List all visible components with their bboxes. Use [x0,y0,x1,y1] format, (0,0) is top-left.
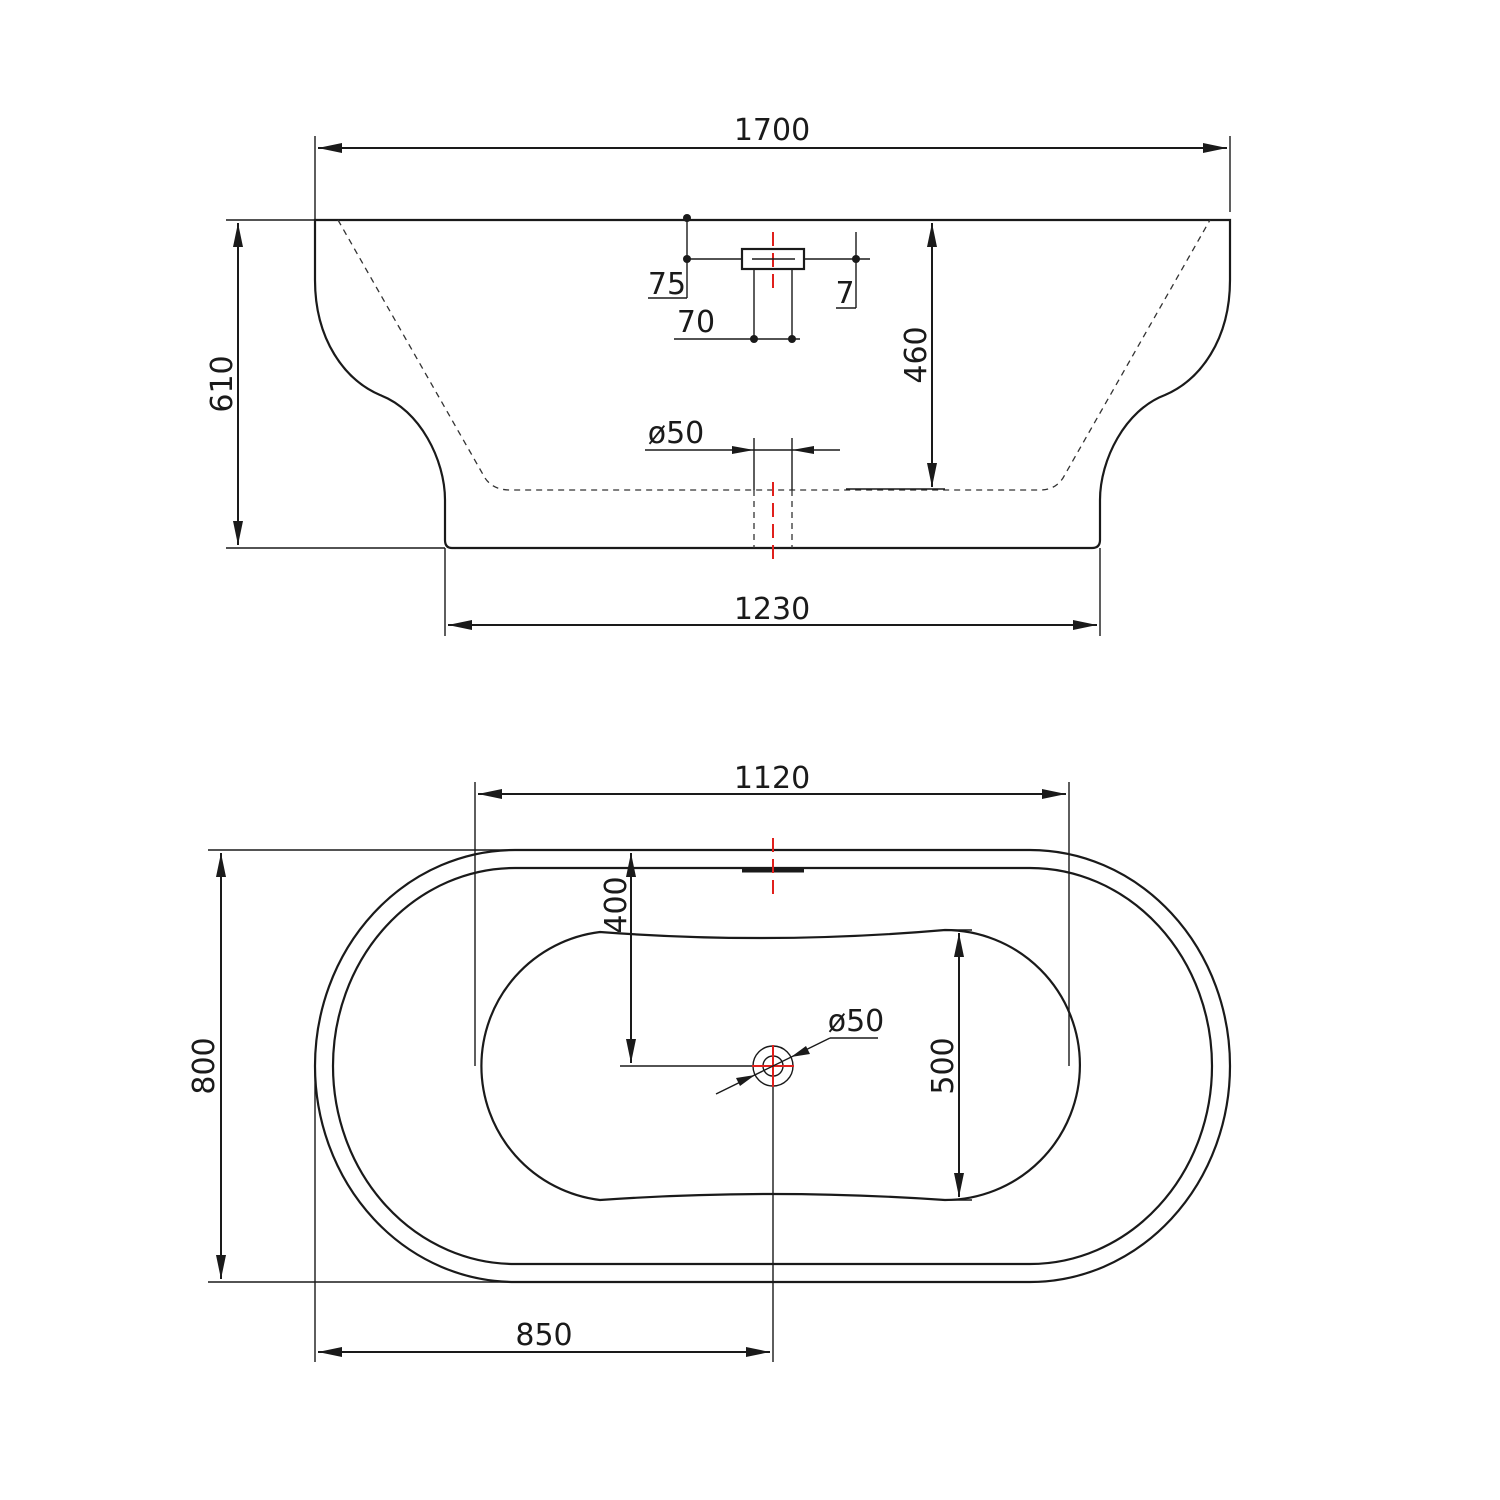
dot-75-top [683,214,691,222]
arrow-1700-right [1203,143,1227,153]
arrow-400-top [626,853,636,877]
inner-rim [331,866,1214,1266]
arrow-1700-left [318,143,342,153]
arrow-460-top [927,223,937,247]
arrow-1230-right [1073,620,1097,630]
arrow-1120-right [1042,789,1066,799]
arrow-d50-right [792,446,814,454]
side-view: 1700 610 460 75 70 7 [205,113,1232,636]
arrow-610-top [233,223,243,247]
arrow-850-left [318,1347,342,1357]
label-overall-length: 1700 [734,113,810,148]
label-overflow-height: 460 [899,326,934,383]
arrow-d50-left [732,446,754,454]
dot-70-right [788,335,796,343]
arrow-400-bottom [626,1039,636,1063]
label-overflow-offset: 75 [648,267,686,302]
dim-line-d50-plan [715,1037,831,1095]
arrow-500-top [954,933,964,957]
arrow-d50-plan-b [791,1046,810,1057]
dot-70-left [750,335,758,343]
label-waste-position: 850 [515,1318,572,1353]
label-base-length: 1230 [734,592,810,627]
arrow-800-bottom [216,1255,226,1279]
arrow-850-right [746,1347,770,1357]
plan-view: ø50 1120 800 400 500 850 [187,761,1232,1362]
label-total-height: 610 [205,355,240,412]
label-overall-width: 800 [187,1037,222,1094]
side-view-outline [313,218,1232,550]
arrow-800-top [216,853,226,877]
arrow-610-bottom [233,521,243,545]
label-inner-width: 500 [926,1037,961,1094]
label-waste-diameter-plan: ø50 [828,1004,885,1039]
arrow-1120-left [478,789,502,799]
label-overflow-width: 70 [677,305,715,340]
arrow-460-bottom [927,463,937,487]
arrow-1230-left [448,620,472,630]
dot-7 [852,255,860,263]
label-waste-diameter-side: ø50 [648,416,705,451]
label-overflow-depth: 7 [835,276,854,311]
arrow-500-bottom [954,1173,964,1197]
label-overflow-to-waste: 400 [599,876,634,933]
label-inner-length: 1120 [734,761,810,796]
outer-rim [313,848,1232,1284]
arrow-d50-plan-a [736,1075,755,1086]
